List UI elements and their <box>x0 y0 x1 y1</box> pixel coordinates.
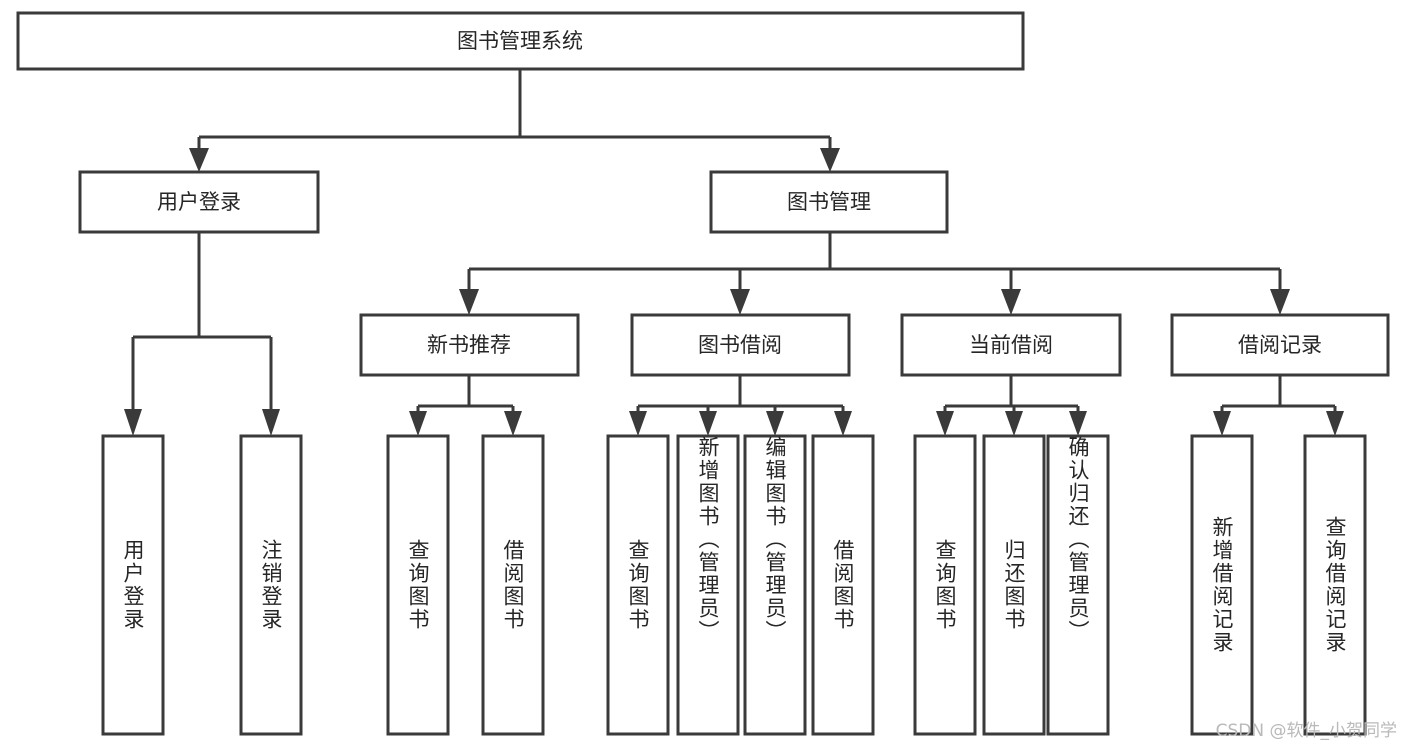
node-borrow-records-label: 借阅记录 <box>1238 333 1322 357</box>
node-new-book-recommend-label: 新书推荐 <box>427 333 511 357</box>
leaf-rect-query-book-3[interactable] <box>913 434 977 736</box>
leaf-rect-user-login[interactable] <box>101 434 165 736</box>
arrow-head-icon <box>834 411 852 436</box>
arrow-head-icon <box>629 411 647 436</box>
node-current-borrow-label: 当前借阅 <box>969 333 1053 357</box>
node-user-login-rect[interactable] <box>78 170 320 234</box>
node-current-borrow[interactable]: 当前借阅 <box>900 313 1122 377</box>
arrow-head-icon <box>189 148 209 172</box>
leaf-rect-query-record[interactable] <box>1303 434 1367 736</box>
node-book-management-label: 图书管理 <box>787 190 871 214</box>
arrow-head-icon <box>936 411 954 436</box>
node-book-management[interactable]: 图书管理 <box>709 170 949 234</box>
node-new-book-recommend[interactable]: 新书推荐 <box>359 313 580 377</box>
arrow-head-icon <box>124 409 142 436</box>
connector-group-book-mgmt <box>459 232 1290 315</box>
connector-group-user-login <box>124 232 280 436</box>
leaf-rect-borrow-book-1[interactable] <box>481 434 545 736</box>
leaf-rect-borrow-book-2[interactable] <box>811 434 875 736</box>
arrow-head-icon <box>1270 289 1290 315</box>
connector-group-records <box>1213 375 1344 436</box>
node-root-rect[interactable] <box>16 11 1025 71</box>
csdn-watermark: CSDN @软件_小贺同学 <box>1215 721 1397 741</box>
node-root[interactable]: 图书管理系统 <box>16 11 1025 71</box>
node-book-borrow[interactable]: 图书借阅 <box>630 313 851 377</box>
arrow-head-icon <box>1001 289 1021 315</box>
arrow-head-icon <box>262 409 280 436</box>
node-user-login-label: 用户登录 <box>157 190 241 214</box>
connector-group-root <box>189 69 840 172</box>
node-root-label: 图书管理系统 <box>457 29 583 53</box>
leaf-rect-edit-book[interactable] <box>743 434 807 736</box>
node-book-borrow-rect[interactable] <box>630 313 851 377</box>
node-new-book-recommend-rect[interactable] <box>359 313 580 377</box>
arrow-head-icon <box>409 411 427 436</box>
leaf-rect-confirm-return[interactable] <box>1046 434 1110 736</box>
leaf-rect-query-book-2[interactable] <box>606 434 670 736</box>
connector-group-current-borrow <box>936 375 1087 436</box>
arrow-head-icon <box>820 148 840 172</box>
leaf-rect-add-record[interactable] <box>1190 434 1254 736</box>
node-borrow-records[interactable]: 借阅记录 <box>1170 313 1390 377</box>
node-borrow-records-rect[interactable] <box>1170 313 1390 377</box>
arrow-head-icon <box>1326 411 1344 436</box>
leaf-rect-return-book[interactable] <box>982 434 1046 736</box>
arrow-head-icon <box>730 289 750 315</box>
leaf-rect-query-book-1[interactable] <box>386 434 450 736</box>
arrow-head-icon <box>699 411 717 436</box>
arrow-head-icon <box>766 411 784 436</box>
leaf-box-group <box>101 434 1367 736</box>
node-book-borrow-label: 图书借阅 <box>698 333 782 357</box>
arrow-head-icon <box>1213 411 1231 436</box>
arrow-head-icon <box>459 289 479 315</box>
arrow-head-icon <box>1005 411 1023 436</box>
node-current-borrow-rect[interactable] <box>900 313 1122 377</box>
node-book-management-rect[interactable] <box>709 170 949 234</box>
arrow-head-icon <box>1069 411 1087 436</box>
connector-group-borrow <box>629 375 852 436</box>
leaf-rect-logout[interactable] <box>239 434 303 736</box>
node-user-login[interactable]: 用户登录 <box>78 170 320 234</box>
connector-group-new-books <box>409 375 522 436</box>
leaf-rect-add-book[interactable] <box>676 434 740 736</box>
arrow-head-icon <box>504 411 522 436</box>
